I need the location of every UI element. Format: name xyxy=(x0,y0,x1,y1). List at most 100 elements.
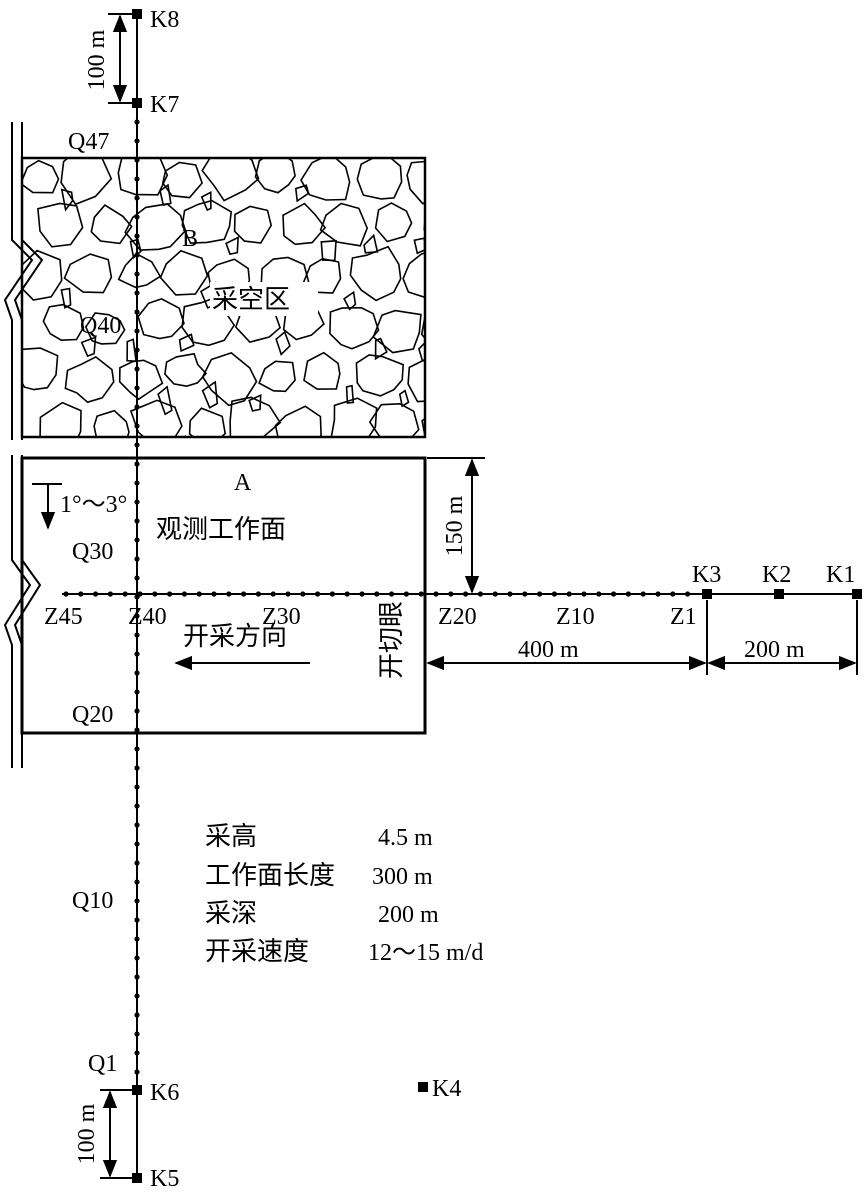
rock xyxy=(93,409,130,437)
rock-fragment xyxy=(200,190,212,212)
survey-point xyxy=(359,591,365,597)
rock xyxy=(22,347,59,391)
rock xyxy=(282,202,327,246)
point-K4 xyxy=(418,1082,428,1092)
label-Z1: Z1 xyxy=(670,604,697,630)
survey-point xyxy=(134,689,140,695)
label-K8: K8 xyxy=(150,7,179,33)
survey-point xyxy=(581,591,587,597)
rock xyxy=(420,312,425,340)
survey-point xyxy=(300,591,306,597)
rock xyxy=(421,417,425,437)
rock-fragment xyxy=(157,385,173,416)
survey-point xyxy=(640,591,646,597)
survey-point xyxy=(134,613,140,619)
rock xyxy=(117,158,169,196)
dip-symbol xyxy=(32,483,62,530)
survey-point xyxy=(389,591,395,597)
rock xyxy=(124,203,187,251)
dimension-bottom-100 xyxy=(100,1089,133,1179)
rock xyxy=(407,358,425,403)
goaf-label-bg xyxy=(210,282,318,316)
param-name-1: 工作面长度 xyxy=(205,861,335,891)
rock xyxy=(201,352,258,407)
survey-point xyxy=(134,575,140,581)
rock xyxy=(117,252,162,289)
label-Q47: Q47 xyxy=(68,129,109,155)
survey-point xyxy=(134,860,140,866)
survey-point xyxy=(492,591,498,597)
survey-point xyxy=(134,138,140,144)
survey-point xyxy=(625,591,632,597)
param-value-1: 300 m xyxy=(372,864,433,890)
point-K1 xyxy=(852,589,862,599)
rock-fragment xyxy=(223,441,237,464)
rock xyxy=(64,355,115,404)
rock xyxy=(319,202,369,247)
goaf-rocks xyxy=(22,158,425,464)
survey-point xyxy=(63,591,69,597)
rock xyxy=(274,405,322,437)
survey-point xyxy=(134,1012,140,1018)
point-K5 xyxy=(132,1173,142,1183)
survey-point xyxy=(134,841,140,847)
survey-point xyxy=(134,385,140,391)
survey-point xyxy=(134,404,140,410)
survey-point xyxy=(270,591,276,597)
survey-point xyxy=(122,591,128,597)
rock-fragment xyxy=(343,290,357,311)
point-K6 xyxy=(132,1085,142,1095)
vertical-survey-points xyxy=(134,119,140,1075)
survey-point xyxy=(134,195,140,201)
rock xyxy=(201,158,260,202)
survey-point xyxy=(134,670,140,676)
survey-point xyxy=(134,822,140,828)
survey-point xyxy=(418,591,424,597)
label-Z10: Z10 xyxy=(556,604,595,630)
point-K7 xyxy=(132,98,142,108)
survey-point xyxy=(255,591,261,597)
survey-point xyxy=(611,591,617,597)
label-K6: K6 xyxy=(150,1080,179,1106)
survey-point xyxy=(566,591,572,597)
survey-point xyxy=(134,214,140,220)
survey-point xyxy=(685,591,691,597)
survey-point xyxy=(134,974,140,980)
label-K3: K3 xyxy=(692,562,721,588)
survey-point xyxy=(134,651,140,657)
rock-fragment xyxy=(126,338,138,363)
label-Z45: Z45 xyxy=(44,604,83,630)
left-boundary-upper xyxy=(3,122,44,440)
survey-point xyxy=(211,591,217,597)
dimension-bottom-100-label: 100 m xyxy=(74,1103,100,1164)
survey-point xyxy=(134,879,140,885)
rock xyxy=(229,396,282,437)
rock xyxy=(39,401,82,437)
rock-fragment xyxy=(275,330,291,356)
survey-point xyxy=(226,591,232,597)
rock xyxy=(254,158,296,194)
label-K1: K1 xyxy=(826,562,855,588)
survey-point xyxy=(134,898,140,904)
survey-point xyxy=(134,328,140,334)
survey-point xyxy=(134,993,140,999)
rock xyxy=(258,360,296,393)
rock xyxy=(368,402,420,437)
survey-point xyxy=(134,499,140,505)
survey-point xyxy=(134,480,140,486)
dimension-400-200 xyxy=(426,600,858,675)
survey-point xyxy=(537,591,543,597)
survey-point xyxy=(134,936,140,942)
dimension-top-100 xyxy=(108,13,133,104)
label-B: B xyxy=(182,226,198,252)
rock xyxy=(22,249,63,301)
survey-point xyxy=(448,591,454,597)
survey-point xyxy=(167,591,173,597)
survey-point xyxy=(134,271,140,277)
goaf-area xyxy=(20,156,427,464)
rock-fragment xyxy=(183,435,187,437)
param-value-2: 200 m xyxy=(378,902,439,928)
survey-point xyxy=(670,591,676,597)
survey-point xyxy=(134,1031,140,1037)
